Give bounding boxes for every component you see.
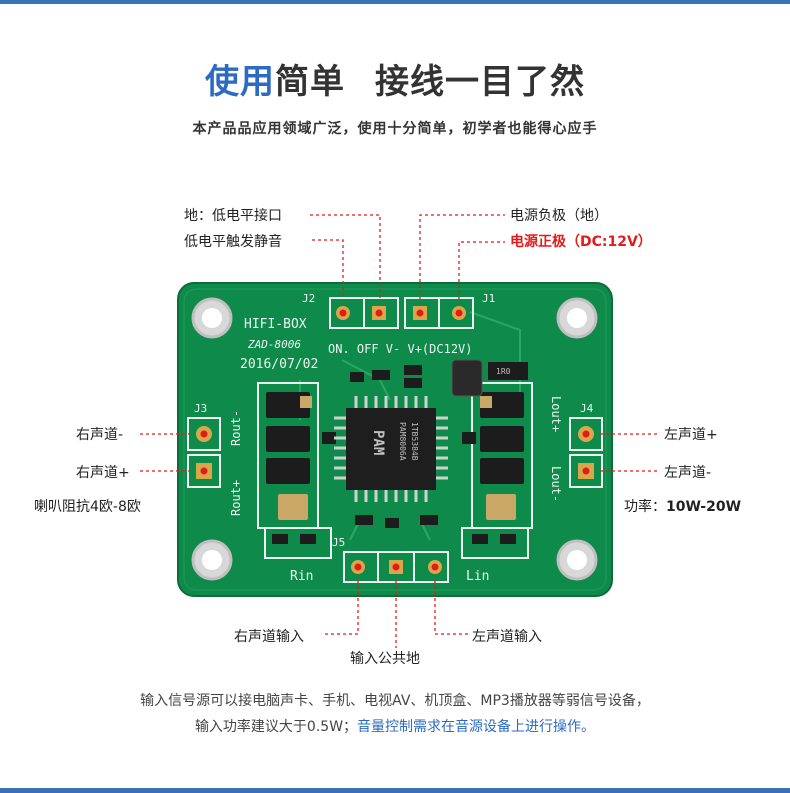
label-left-negative: 左声道- bbox=[664, 465, 712, 481]
leader-lines bbox=[140, 214, 660, 648]
mounting-holes bbox=[191, 297, 598, 581]
label-power-negative: 电源负极（地） bbox=[510, 208, 608, 224]
top-header-pins bbox=[329, 297, 474, 329]
label-mute: 低电平触发静音 bbox=[184, 234, 282, 250]
label-j2: J2 bbox=[302, 292, 315, 305]
top-pin-labels: ON. OFF V- V+(DC12V) bbox=[328, 342, 473, 356]
footer-line-2-highlight: 音量控制需求在音源设备上进行操作。 bbox=[357, 719, 596, 735]
bottom-accent-bar bbox=[0, 788, 790, 793]
label-rin: Rin bbox=[290, 569, 313, 584]
label-j5: J5 bbox=[332, 536, 345, 549]
label-right-input: 右声道输入 bbox=[234, 629, 304, 645]
label-speaker-impedance: 喇叭阻抗4欧-8欧 bbox=[34, 499, 141, 515]
footer-line-1: 输入信号源可以接电脑声卡、手机、电视AV、机顶盒、MP3播放器等弱信号设备， bbox=[140, 693, 650, 709]
board-date: 2016/07/02 bbox=[240, 357, 318, 372]
label-power-rating: 功率：10W-20W bbox=[624, 496, 741, 516]
chip-pins bbox=[334, 396, 448, 502]
chip-brand: PAM bbox=[370, 430, 386, 455]
label-rout-minus: Rout- bbox=[229, 410, 243, 446]
label-j3: J3 bbox=[194, 402, 207, 415]
chip-model: PAM8006A bbox=[398, 422, 407, 461]
title-rest-part: 简单 bbox=[275, 62, 345, 102]
power-value-text: 10W-20W bbox=[666, 499, 742, 515]
title-blue-part: 使用 bbox=[205, 62, 275, 102]
footer-line-2-plain: 输入功率建议大于0.5W； bbox=[194, 719, 358, 735]
label-ground-port: 地：低电平接口 bbox=[184, 208, 282, 224]
power-label-text: 功率： bbox=[624, 499, 666, 515]
board-model: ZAD-8006 bbox=[247, 338, 301, 351]
label-left-positive: 左声道+ bbox=[664, 427, 718, 443]
cap-label: 1R0 bbox=[496, 367, 511, 376]
label-power-positive: 电源正极（DC:12V） bbox=[510, 234, 652, 250]
label-lout-minus: Lout- bbox=[549, 466, 563, 502]
amplifier-chip bbox=[346, 408, 436, 490]
top-accent-bar bbox=[0, 0, 790, 4]
label-right-positive: 右声道+ bbox=[76, 465, 130, 481]
label-lin: Lin bbox=[466, 569, 489, 584]
capacitors bbox=[278, 396, 516, 520]
label-rout-plus: Rout+ bbox=[229, 480, 243, 516]
label-lout-plus: Lout+ bbox=[549, 396, 563, 432]
label-common-ground: 输入公共地 bbox=[350, 651, 420, 667]
page-subtitle: 本产品品应用领域广泛，使用十分简单，初学者也能得心应手 bbox=[192, 121, 598, 137]
label-j1: J1 bbox=[482, 292, 495, 305]
title-right-part: 接线一目了然 bbox=[375, 62, 585, 102]
label-right-negative: 右声道- bbox=[76, 427, 124, 443]
board-name: HIFI-BOX bbox=[244, 317, 307, 332]
label-left-input: 左声道输入 bbox=[472, 629, 542, 645]
inductor bbox=[451, 359, 483, 397]
label-j4: J4 bbox=[580, 402, 594, 415]
footer-line-2: 输入功率建议大于0.5W；音量控制需求在音源设备上进行操作。 bbox=[0, 716, 790, 736]
page-title: 使用简单接线一目了然 bbox=[0, 54, 790, 103]
left-speaker-terminals bbox=[187, 417, 221, 488]
chip-code: 1TB5384B bbox=[410, 422, 419, 461]
